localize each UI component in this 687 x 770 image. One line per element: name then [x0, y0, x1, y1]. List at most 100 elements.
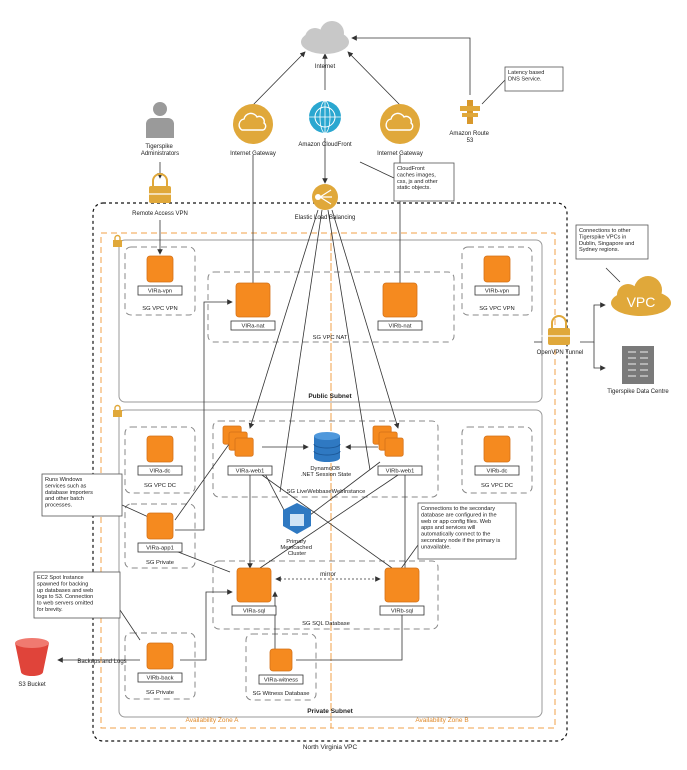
- memcached-label-line1: Primary: [286, 539, 306, 545]
- internet-gateway-right-icon: [380, 104, 420, 144]
- dynamodb-label-line2: .NET Session State: [301, 472, 351, 478]
- administrators-label-line2: Administrators: [141, 151, 179, 157]
- instance-virb-back: VIRb-back: [137, 642, 183, 683]
- internet-gateway-right-label: Internet Gateway: [377, 151, 423, 157]
- sg-vpc-dc-a-box: [124, 426, 196, 494]
- internet-gateway-left-label: Internet Gateway: [230, 151, 276, 157]
- sg-vpc-vpn-a-label: SG VPC VPN: [142, 306, 177, 312]
- instance-label: VIRb-nat: [389, 324, 412, 330]
- dynamodb-label: DynamoDB .NET Session State: [301, 466, 351, 478]
- instance-label: VIRa-witness: [264, 678, 298, 684]
- availability-zone-a-frame: [100, 232, 332, 729]
- remote-access-vpn-icon: [143, 173, 177, 203]
- sg-vpc-dc-b-label: SG VPC DC: [481, 483, 513, 489]
- instance-label: VIRa-web1: [236, 469, 265, 475]
- north-virginia-vpc-label: North Virginia VPC: [303, 744, 358, 751]
- sg-vpc-vpn-b-label: SG VPC VPN: [479, 306, 514, 312]
- sg-vpc-nat-box: [207, 271, 455, 343]
- elastic-load-balancing-icon: [312, 184, 338, 210]
- availability-zone-b-label: Availability Zone B: [415, 717, 468, 724]
- cloudfront-icon: [309, 100, 341, 134]
- s3-bucket-icon: [15, 638, 49, 676]
- vpc-cloud-label: VPC: [627, 294, 656, 310]
- instance-label: VIRb-dc: [487, 469, 508, 475]
- vpc-cloud-icon: [611, 276, 671, 316]
- public-subnet-frame: [118, 239, 543, 403]
- route53-icon: [460, 100, 480, 124]
- instance-vira-web1: VIRa-web1: [222, 425, 273, 476]
- cloudfront-label: Amazon CloudFront: [298, 142, 352, 148]
- data-centre-label: Tigerspike Data Centre: [607, 389, 669, 395]
- instance-label: VIRa-dc: [150, 469, 171, 475]
- instance-label: VIRb-back: [146, 676, 173, 682]
- route53-label-line1: Amazon Route: [449, 131, 489, 137]
- private-subnet-lock-icon: [113, 404, 122, 417]
- instance-label: VIRa-app1: [146, 546, 174, 552]
- sg-webinstance-box: [212, 420, 439, 498]
- instance-vira-app1: VIRa-app1: [137, 512, 183, 553]
- backups-logs-label: Backups and Logs: [77, 659, 126, 665]
- instance-virb-vpn: VIRb-vpn: [474, 255, 520, 296]
- instance-label: VIRa-nat: [242, 324, 265, 330]
- instance-virb-sql: VIRb-sql: [379, 567, 425, 616]
- dynamodb-label-line1: DynamoDB: [310, 466, 340, 472]
- instance-label: VIRb-vpn: [485, 289, 509, 295]
- sg-vpc-dc-a-label: SG VPC DC: [144, 483, 176, 489]
- availability-zone-a-label: Availability Zone A: [186, 717, 240, 724]
- administrators-label-line1: Tigerspike: [145, 144, 173, 150]
- route53-label: Amazon Route 53: [449, 131, 490, 144]
- private-subnet-frame: [118, 409, 543, 718]
- administrator-user-icon: [146, 102, 174, 138]
- sg-private-app-label: SG Private: [146, 560, 174, 566]
- s3-bucket-label: S3 Bucket: [18, 682, 46, 688]
- public-subnet-lock-icon: [113, 234, 122, 247]
- memcached-icon: [283, 503, 311, 534]
- dynamodb-icon: [313, 432, 341, 462]
- internet-label: Internet: [315, 64, 336, 70]
- instance-label: VIRb-web1: [386, 469, 415, 475]
- sg-private-back-box: [124, 632, 196, 700]
- sg-sql-box: [212, 560, 439, 630]
- sg-webinstance-label: SG LiveWebbaseWebInstance: [287, 489, 366, 495]
- instance-vira-witness: VIRa-witness: [258, 648, 304, 685]
- memcached-label-line3: Cluster: [288, 551, 306, 557]
- memcached-label: Primary Memcached Cluster: [280, 539, 313, 557]
- private-subnet-label: Private Subnet: [307, 708, 353, 715]
- elb-label: Elastic Load Balancing: [295, 215, 356, 221]
- openvpn-tunnel-icon: [540, 315, 578, 345]
- instance-label: VIRa-vpn: [148, 289, 172, 295]
- north-virginia-vpc-frame: [92, 202, 568, 742]
- sg-private-app-box: [124, 503, 196, 569]
- remote-access-vpn-label: Remote Access VPN: [132, 211, 188, 217]
- mirror-label: mirror: [320, 572, 336, 578]
- sg-private-back-label: SG Private: [146, 690, 174, 696]
- instance-vira-vpn: VIRa-vpn: [137, 255, 183, 296]
- openvpn-label: OpenVPN Tunnel: [537, 350, 584, 356]
- internet-cloud-icon: [301, 21, 349, 54]
- connections: [57, 35, 621, 663]
- sg-witness-box: [245, 633, 317, 701]
- memcached-label-line2: Memcached: [280, 545, 312, 551]
- instance-virb-web1: VIRb-web1: [372, 425, 423, 476]
- internet-gateway-left-icon: [233, 104, 273, 144]
- instance-virb-dc: VIRb-dc: [474, 435, 520, 476]
- availability-zone-b-frame: [330, 232, 556, 729]
- administrators-label: Tigerspike Administrators: [141, 144, 179, 157]
- instance-label: VIRa-sql: [243, 609, 265, 615]
- route53-label-line2: 53: [467, 138, 474, 144]
- sg-witness-label: SG Witness Database: [252, 691, 309, 697]
- data-centre-icon: [622, 346, 654, 384]
